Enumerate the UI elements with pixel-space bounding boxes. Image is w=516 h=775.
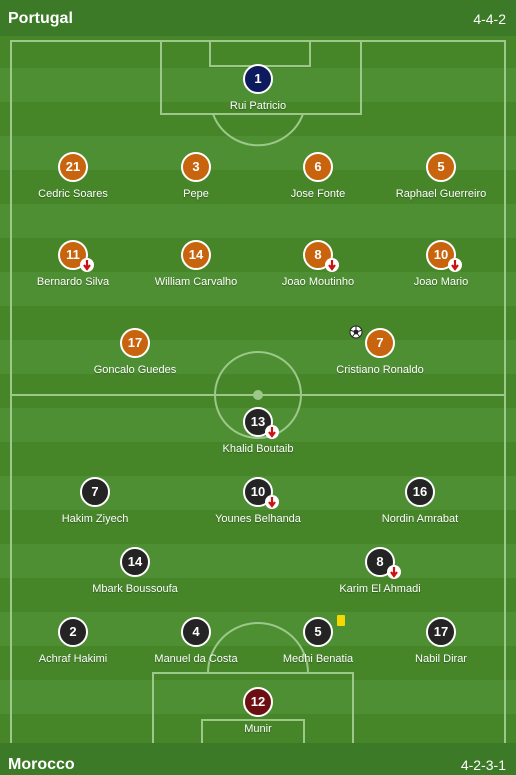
player-achraf-hakimi[interactable]: 2 Achraf Hakimi xyxy=(13,617,133,665)
player-joao-moutinho[interactable]: 8 Joao Moutinho xyxy=(258,240,378,288)
shirt-number: 7 xyxy=(376,335,384,350)
shirt-number-badge: 12 xyxy=(243,687,273,717)
player-name: Joao Moutinho xyxy=(281,276,355,288)
player-manuel-da-costa[interactable]: 4 Manuel da Costa xyxy=(136,617,256,665)
substitution-off-icon xyxy=(448,258,462,272)
player-name: Hakim Ziyech xyxy=(61,513,129,525)
home-team-header: Portugal 4-4-2 xyxy=(0,0,516,36)
player-william-carvalho[interactable]: 14 William Carvalho xyxy=(136,240,256,288)
player-name: Jose Fonte xyxy=(290,188,346,200)
player-name: William Carvalho xyxy=(154,276,238,288)
substitution-off-icon xyxy=(387,565,401,579)
player-name: Pepe xyxy=(183,188,209,200)
player-name: Manuel da Costa xyxy=(154,653,238,665)
player-munir[interactable]: 12 Munir xyxy=(198,687,318,735)
away-team-name: Morocco xyxy=(8,756,75,773)
player-cedric-soares[interactable]: 21 Cedric Soares xyxy=(13,152,133,200)
shirt-number-badge: 7 xyxy=(80,477,110,507)
player-name: Cedric Soares xyxy=(38,188,108,200)
shirt-number-badge: 16 xyxy=(405,477,435,507)
shirt-number-badge: 10 xyxy=(243,477,279,509)
player-name: Nabil Dirar xyxy=(415,653,467,665)
shirt-number-badge: 10 xyxy=(426,240,462,272)
shirt-number-badge: 13 xyxy=(243,407,279,439)
shirt-number-badge: 8 xyxy=(303,240,339,272)
shirt-number: 13 xyxy=(250,414,266,429)
shirt-number-badge: 14 xyxy=(181,240,211,270)
player-pepe[interactable]: 3 Pepe xyxy=(136,152,256,200)
player-name: Goncalo Guedes xyxy=(93,364,177,376)
shirt-number-badge: 1 xyxy=(243,64,273,94)
goal-ball-icon xyxy=(349,322,363,339)
shirt-number-badge: 4 xyxy=(181,617,211,647)
player-name: Bernardo Silva xyxy=(36,276,110,288)
player-name: Khalid Boutaib xyxy=(222,443,294,455)
player-younes-belhanda[interactable]: 10 Younes Belhanda xyxy=(198,477,318,525)
player-name: Raphael Guerreiro xyxy=(395,188,487,200)
player-name: Nordin Amrabat xyxy=(381,513,459,525)
player-karim-el-ahmadi[interactable]: 8 Karim El Ahmadi xyxy=(320,547,440,595)
player-rui-patricio[interactable]: 1 Rui Patricio xyxy=(198,64,318,112)
shirt-number-badge: 5 xyxy=(426,152,456,182)
home-team-name: Portugal xyxy=(8,10,73,27)
shirt-number: 5 xyxy=(314,624,322,639)
shirt-number-badge: 21 xyxy=(58,152,88,182)
shirt-number-badge: 17 xyxy=(426,617,456,647)
shirt-number: 11 xyxy=(66,247,80,262)
player-raphael-guerreiro[interactable]: 5 Raphael Guerreiro xyxy=(381,152,501,200)
player-name: Younes Belhanda xyxy=(215,513,301,525)
substitution-off-icon xyxy=(325,258,339,272)
player-nordin-amrabat[interactable]: 16 Nordin Amrabat xyxy=(360,477,480,525)
player-nabil-dirar[interactable]: 17 Nabil Dirar xyxy=(381,617,501,665)
yellow-card-icon xyxy=(337,615,345,626)
player-medhi-benatia[interactable]: 5 Medhi Benatia xyxy=(258,615,378,665)
shirt-number-badge: 14 xyxy=(120,547,150,577)
player-name: Karim El Ahmadi xyxy=(339,583,421,595)
shirt-number: 10 xyxy=(250,484,266,499)
substitution-off-icon xyxy=(265,495,279,509)
player-name: Medhi Benatia xyxy=(282,653,354,665)
player-hakim-ziyech[interactable]: 7 Hakim Ziyech xyxy=(35,477,155,525)
away-team-header: Morocco 4-2-3-1 xyxy=(0,743,516,775)
player-jose-fonte[interactable]: 6 Jose Fonte xyxy=(258,152,378,200)
player-name: Mbark Boussoufa xyxy=(92,583,178,595)
shirt-number: 8 xyxy=(314,247,322,262)
player-khalid-boutaib[interactable]: 13 Khalid Boutaib xyxy=(198,407,318,455)
player-name: Cristiano Ronaldo xyxy=(336,364,424,376)
player-cristiano-ronaldo[interactable]: 7 Cristiano Ronaldo xyxy=(320,325,440,376)
player-name: Joao Mario xyxy=(413,276,469,288)
shirt-number-badge: 17 xyxy=(120,328,150,358)
player-name: Achraf Hakimi xyxy=(38,653,108,665)
player-mbark-boussoufa[interactable]: 14 Mbark Boussoufa xyxy=(75,547,195,595)
shirt-number-badge: 6 xyxy=(303,152,333,182)
home-formation: 4-4-2 xyxy=(473,11,506,27)
substitution-off-icon xyxy=(265,425,279,439)
player-joao-mario[interactable]: 10 Joao Mario xyxy=(381,240,501,288)
player-name: Munir xyxy=(244,723,272,735)
away-formation: 4-2-3-1 xyxy=(460,757,506,773)
shirt-number-badge: 11 xyxy=(58,240,94,272)
shirt-number-badge: 7 xyxy=(349,325,395,358)
shirt-number: 8 xyxy=(376,554,384,569)
shirt-number-badge: 5 xyxy=(303,615,345,647)
shirt-number-badge: 2 xyxy=(58,617,88,647)
substitution-off-icon xyxy=(80,258,94,272)
shirt-number-badge: 3 xyxy=(181,152,211,182)
shirt-number-badge: 8 xyxy=(365,547,401,579)
player-bernardo-silva[interactable]: 11 Bernardo Silva xyxy=(13,240,133,288)
player-goncalo-guedes[interactable]: 17 Goncalo Guedes xyxy=(75,328,195,376)
shirt-number: 10 xyxy=(433,247,449,262)
player-name: Rui Patricio xyxy=(229,100,287,112)
